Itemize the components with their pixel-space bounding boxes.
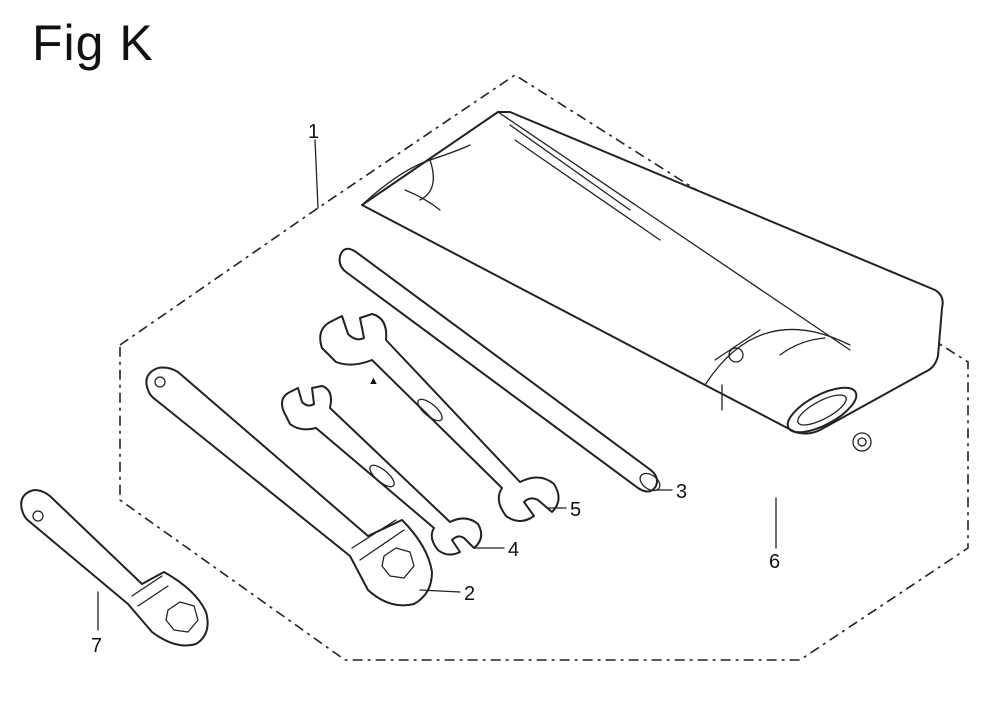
- wrench-small: [281, 385, 483, 556]
- wrench-large: ▲: [319, 313, 560, 522]
- figure-title: Fig K: [32, 15, 154, 71]
- callout-7: 7: [91, 635, 102, 657]
- svg-text:▲: ▲: [368, 375, 379, 387]
- callout-4: 4: [508, 539, 519, 561]
- tommy-bar: [338, 247, 661, 493]
- callout-3: 3: [676, 481, 687, 503]
- callout-5: 5: [570, 499, 581, 521]
- tool-kit-outline: [119, 74, 969, 661]
- tool-bag: [361, 111, 944, 452]
- callout-6: 6: [769, 551, 780, 573]
- leader-lines: [97, 139, 777, 631]
- callout-1: 1: [308, 121, 319, 143]
- callout-2: 2: [464, 583, 475, 605]
- box-spanner-large: [145, 366, 433, 607]
- box-spanner-small: [20, 489, 209, 647]
